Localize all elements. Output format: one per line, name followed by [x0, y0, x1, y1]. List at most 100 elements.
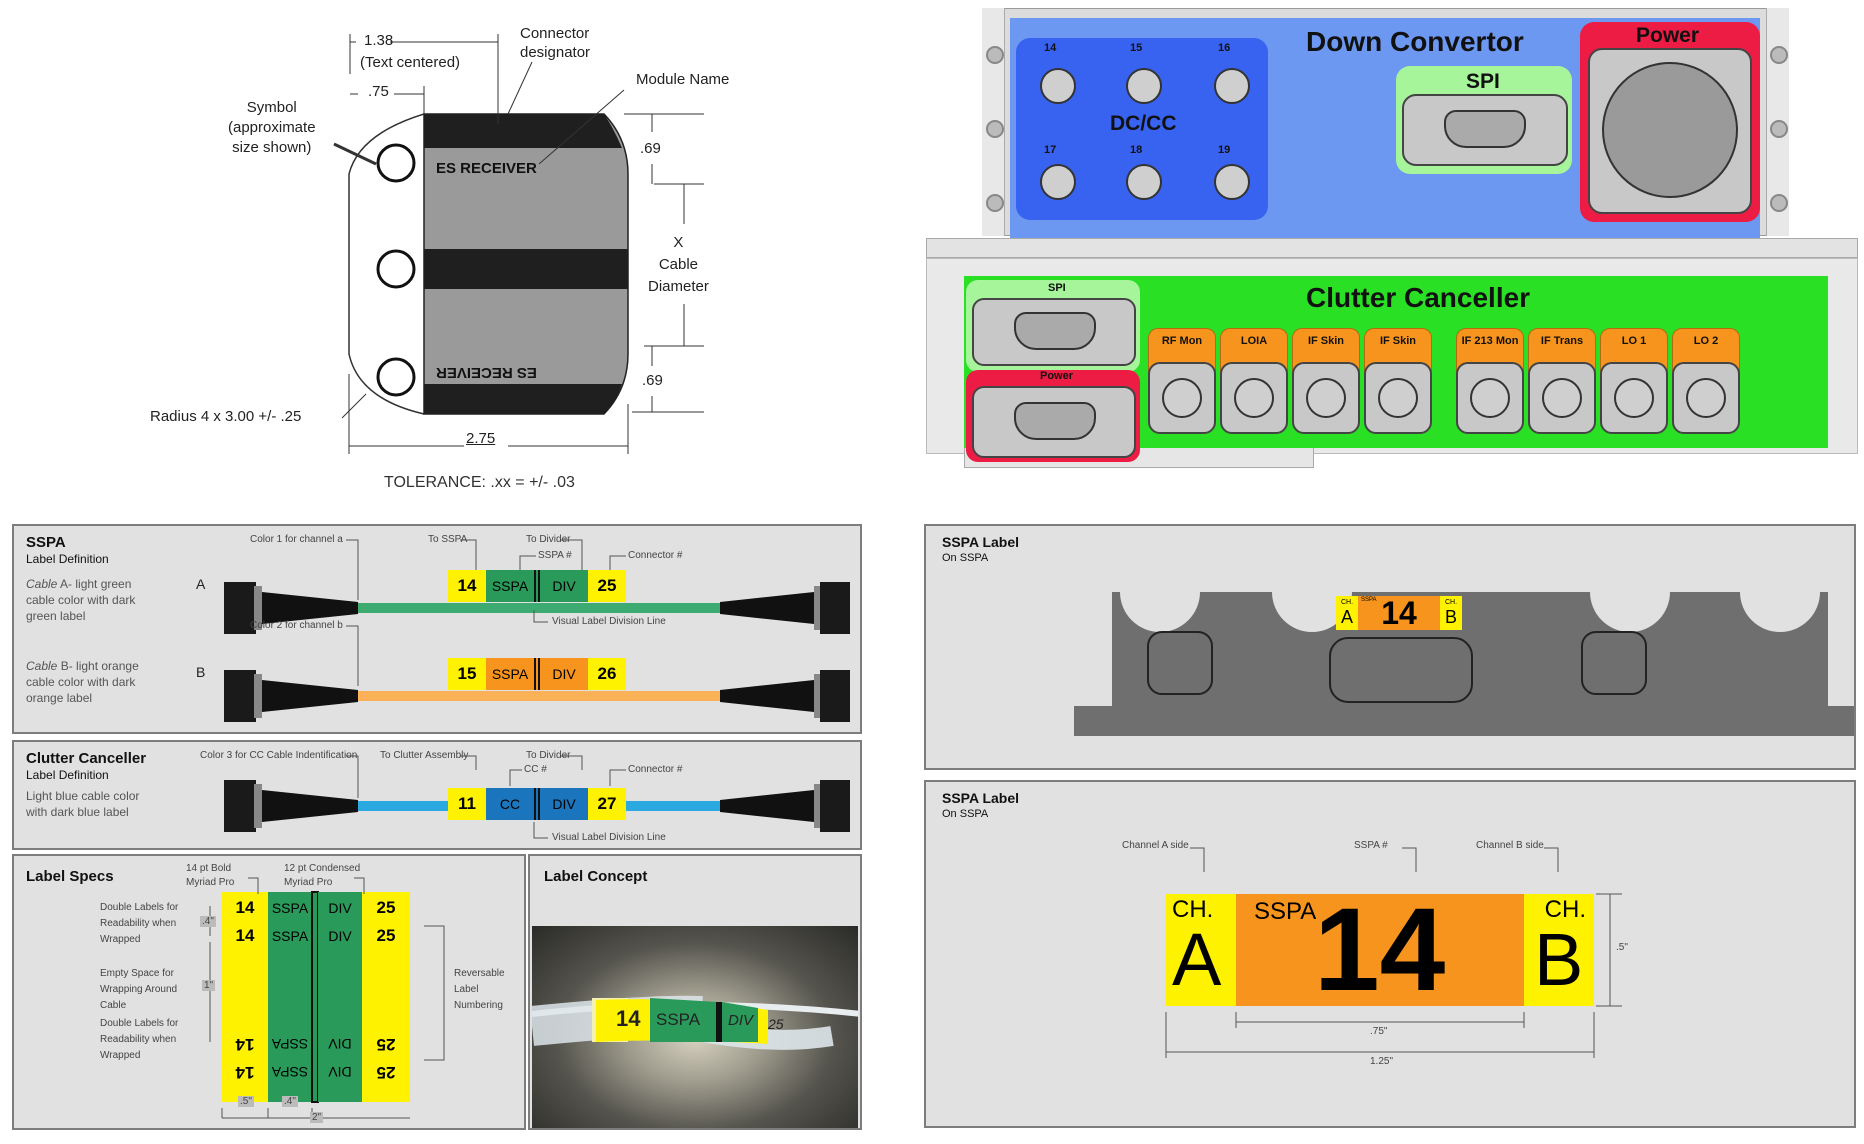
spec-cell-div: DIV: [328, 928, 352, 944]
connector-knob-18[interactable]: [1126, 164, 1162, 200]
label-cell-div: DIV: [540, 788, 588, 820]
note-double-bottom: Double Labels for Readability when Wrapp…: [100, 1018, 179, 1061]
panel-subtitle: On SSPA: [942, 808, 989, 820]
connector-knob-19[interactable]: [1214, 164, 1250, 200]
note-cc-number: CC #: [524, 764, 547, 775]
label-specs-drawing: [209, 877, 445, 1119]
concept-sspa: SSPA: [656, 1010, 701, 1029]
text-centered-note: (Text centered): [360, 54, 461, 71]
module-label-top: ES RECEIVER: [436, 160, 537, 177]
dc-power-label: Power: [1636, 24, 1700, 47]
division-line: [534, 788, 540, 820]
cable-label-a: 14 SSPA DIV 25: [448, 570, 634, 602]
dim-0-69-bottom: .69: [642, 372, 663, 389]
panel-title: SSPA Label: [942, 790, 1020, 806]
dc-spi-connector[interactable]: [1402, 94, 1568, 166]
note-double-top: Double Labels for Readability when Wrapp…: [100, 902, 179, 945]
dim-2: 2": [310, 1112, 324, 1123]
db9-icon: [1014, 402, 1096, 440]
panel-title: Clutter Canceller: [26, 750, 147, 767]
note-to-divider: To Divider: [526, 750, 571, 761]
dim-0-4: .4": [200, 916, 216, 927]
large-sspa-label: CH. A SSPA 14 CH. B: [1166, 888, 1594, 1012]
connector-knob-14[interactable]: [1040, 68, 1076, 104]
sspa-definition-panel: SSPA Label Definition Cable A- light gre…: [12, 524, 862, 734]
mini-a-letter: A: [1340, 607, 1353, 627]
hardware-diagram: Down Convertor DC/CC 14 15 16 17 18 19 S…: [922, 8, 1862, 470]
port-if-213-mon[interactable]: [1456, 362, 1524, 434]
port-if-skin-2[interactable]: [1364, 362, 1432, 434]
port-lo-1[interactable]: [1600, 362, 1668, 434]
port-if-skin-1[interactable]: [1292, 362, 1360, 434]
label-cell-connector: 26: [588, 658, 626, 690]
mini-b-letter: B: [1444, 607, 1457, 627]
spec-cell-sspa: SSPA: [271, 928, 309, 944]
dim-2-75: 2.75: [466, 430, 496, 447]
mini-sspa-text: SSPA: [1361, 597, 1377, 603]
dim-0-75: .75: [368, 83, 389, 100]
dim-0-75: .75": [1370, 1026, 1388, 1037]
port-rf-mon[interactable]: [1148, 362, 1216, 434]
clutter-chassis-top: [926, 238, 1858, 258]
spec-cell-number: 14: [235, 1035, 255, 1054]
cc-spi-connector[interactable]: [972, 298, 1136, 366]
knob-label: 17: [1044, 144, 1057, 156]
division-line: [534, 570, 540, 602]
panel-title: SSPA: [26, 534, 66, 551]
dim-0-4b: .4": [282, 1096, 298, 1107]
spec-row-1: 14 SSPA DIV 25: [222, 896, 410, 920]
module-name-note: Module Name: [636, 71, 730, 88]
drawing-lines: [333, 34, 704, 454]
sspa-cable-drawing: [224, 539, 850, 722]
channel-a-letter: A: [1172, 918, 1222, 1001]
cable-label-cc: 11 CC DIV 27: [448, 788, 634, 820]
label-concept-photo: 14 SSPA DIV 25: [532, 926, 858, 1128]
channel-b-letter: B: [1534, 918, 1584, 1001]
port-if-trans[interactable]: [1528, 362, 1596, 434]
note-channel-b-side: Channel B side: [1476, 840, 1544, 851]
panel-subtitle: Label Definition: [26, 552, 109, 566]
port-loia[interactable]: [1220, 362, 1288, 434]
sspa-label-detail-panel: SSPA Label On SSPA Channel A side SSPA #…: [924, 780, 1856, 1128]
sspa-unit-drawing: [1074, 592, 1854, 736]
port-lo-2[interactable]: [1672, 362, 1740, 434]
screw-icon: [1770, 46, 1788, 64]
dc-cc-label: DC/CC: [1110, 112, 1177, 135]
spec-cell-number: 14: [235, 1063, 255, 1082]
dim-1: 1": [202, 980, 216, 991]
note-font-bold: 14 pt Bold Myriad Pro: [186, 863, 235, 888]
channel-a-ch-text: CH.: [1172, 896, 1214, 923]
spec-cell-sspa: SSPA: [271, 1036, 309, 1052]
knob-label: 14: [1044, 42, 1057, 54]
spec-row-4-reversed: 25 DIV SSPA 14: [222, 1060, 410, 1084]
knob-label: 18: [1130, 144, 1143, 156]
note-to-divider: To Divider: [526, 534, 571, 545]
mini-number: 14: [1381, 594, 1417, 631]
label-cell-div: DIV: [540, 658, 588, 690]
cable-diameter-note: X Cable Diameter: [648, 234, 709, 295]
symbol-note: Symbol (approximate size shown): [228, 99, 316, 156]
panel-subtitle: On SSPA: [942, 552, 989, 564]
dc-power-connector[interactable]: [1588, 48, 1752, 214]
detail-dimension-lines: [1165, 847, 1622, 1058]
connector-knob-15[interactable]: [1126, 68, 1162, 104]
cc-power-connector[interactable]: [972, 386, 1136, 458]
note-connector: Connector #: [628, 550, 683, 561]
cable-label-b: 15 SSPA DIV 26: [448, 658, 634, 690]
mini-sspa-number: SSPA 14: [1358, 594, 1440, 631]
sspa-text: SSPA: [1254, 898, 1317, 925]
cc-power-label: Power: [1040, 370, 1074, 382]
note-division-line: Visual Label Division Line: [552, 616, 666, 627]
note-color1: Color 1 for channel a: [250, 534, 343, 545]
panel-title: Label Concept: [544, 868, 648, 885]
radius-note: Radius 4 x 3.00 +/- .25: [150, 408, 302, 425]
channel-a-segment: CH. A: [1166, 894, 1236, 1006]
mini-ch-label: CH.: [1444, 599, 1458, 606]
connector-knob-17[interactable]: [1040, 164, 1076, 200]
concept-number: 14: [616, 1006, 641, 1031]
concept-connector: 25: [768, 1016, 784, 1032]
spec-cell-div: DIV: [328, 900, 352, 916]
note-empty-space: Empty Space for Wrapping Around Cable: [100, 968, 178, 1011]
connector-knob-16[interactable]: [1214, 68, 1250, 104]
sspa-label-on-sspa-panel: SSPA Label On SSPA CH. A SSPA 14 CH. B: [924, 524, 1856, 770]
